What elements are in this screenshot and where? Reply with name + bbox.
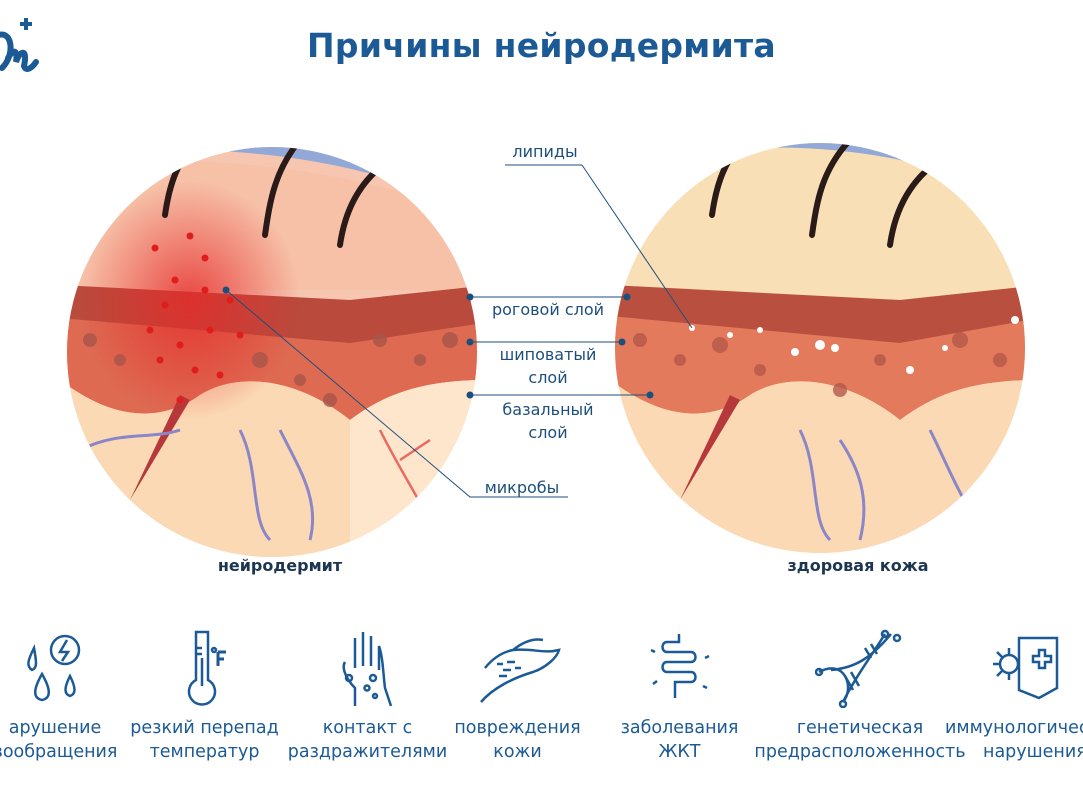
label-lipids: липиды xyxy=(512,142,578,161)
cause-label-line2: предрасположенность xyxy=(754,742,966,762)
cause-label-line1: генетическая xyxy=(796,718,924,738)
label-spinous-line2: слой xyxy=(528,368,568,387)
intestine-icon xyxy=(649,634,710,698)
label-basal-line1: базальный xyxy=(502,400,594,419)
cause-label-line2: раздражителями xyxy=(287,742,448,762)
cause-gi-diseases: заболевания ЖКТ xyxy=(612,628,747,764)
caption-neurodermatitis: нейродермит xyxy=(217,556,343,575)
label-spinous-line1: шиповатый xyxy=(499,345,597,364)
leader-lines xyxy=(222,164,693,498)
label-microbes: микробы xyxy=(484,478,560,497)
label-spinous-layer: шиповатый слой xyxy=(478,343,618,389)
healthy-skin-circle xyxy=(615,143,1025,553)
irritated-hand-icon xyxy=(342,632,392,707)
label-stratum-corneum: роговой слой xyxy=(491,300,605,319)
cause-label-line1: иммунологичес xyxy=(945,718,1083,738)
cause-genetic: генетическая предрасположенность xyxy=(750,628,970,764)
brand-logo xyxy=(0,6,44,85)
virus-shield-icon xyxy=(993,636,1059,700)
damaged-skin-hand-icon xyxy=(479,638,561,703)
dna-icon xyxy=(815,629,902,708)
cause-label-line2: нарушения xyxy=(983,742,1083,762)
cause-label-line2: кожи xyxy=(493,742,542,762)
cause-immunological: иммунологичес нарушения xyxy=(945,628,1083,764)
cause-label-line1: контакт с xyxy=(322,718,413,738)
page-title: Причины нейродермита xyxy=(306,26,776,65)
cause-label-line2: вообращения xyxy=(0,742,118,762)
label-basal-line2: слой xyxy=(528,423,568,442)
cause-label-line2: температур xyxy=(149,742,260,762)
cause-label-line2: ЖКТ xyxy=(658,742,701,762)
thermometer-fahrenheit-icon xyxy=(187,630,226,706)
label-basal-layer: базальный слой xyxy=(478,398,618,444)
cause-label-line1: резкий перепад xyxy=(130,718,279,738)
cause-label-line1: повреждения xyxy=(454,718,581,738)
cause-temperature: резкий перепад температур xyxy=(127,628,282,764)
cause-skin-damage: повреждения кожи xyxy=(450,628,585,764)
skin-comparison-diagram xyxy=(67,143,1025,557)
microbe-dots xyxy=(146,232,244,404)
cause-label-line1: заболевания xyxy=(620,718,739,738)
cause-circulation: арушение вообращения xyxy=(0,628,120,764)
cause-label-line1: арушение xyxy=(8,718,102,738)
atopic-skin-circle xyxy=(67,147,477,557)
lipid-dots xyxy=(689,316,1019,374)
blood-drops-lightning-icon xyxy=(27,634,81,702)
caption-healthy-skin: здоровая кожа xyxy=(787,556,929,575)
cause-irritants: контакт с раздражителями xyxy=(285,628,450,764)
